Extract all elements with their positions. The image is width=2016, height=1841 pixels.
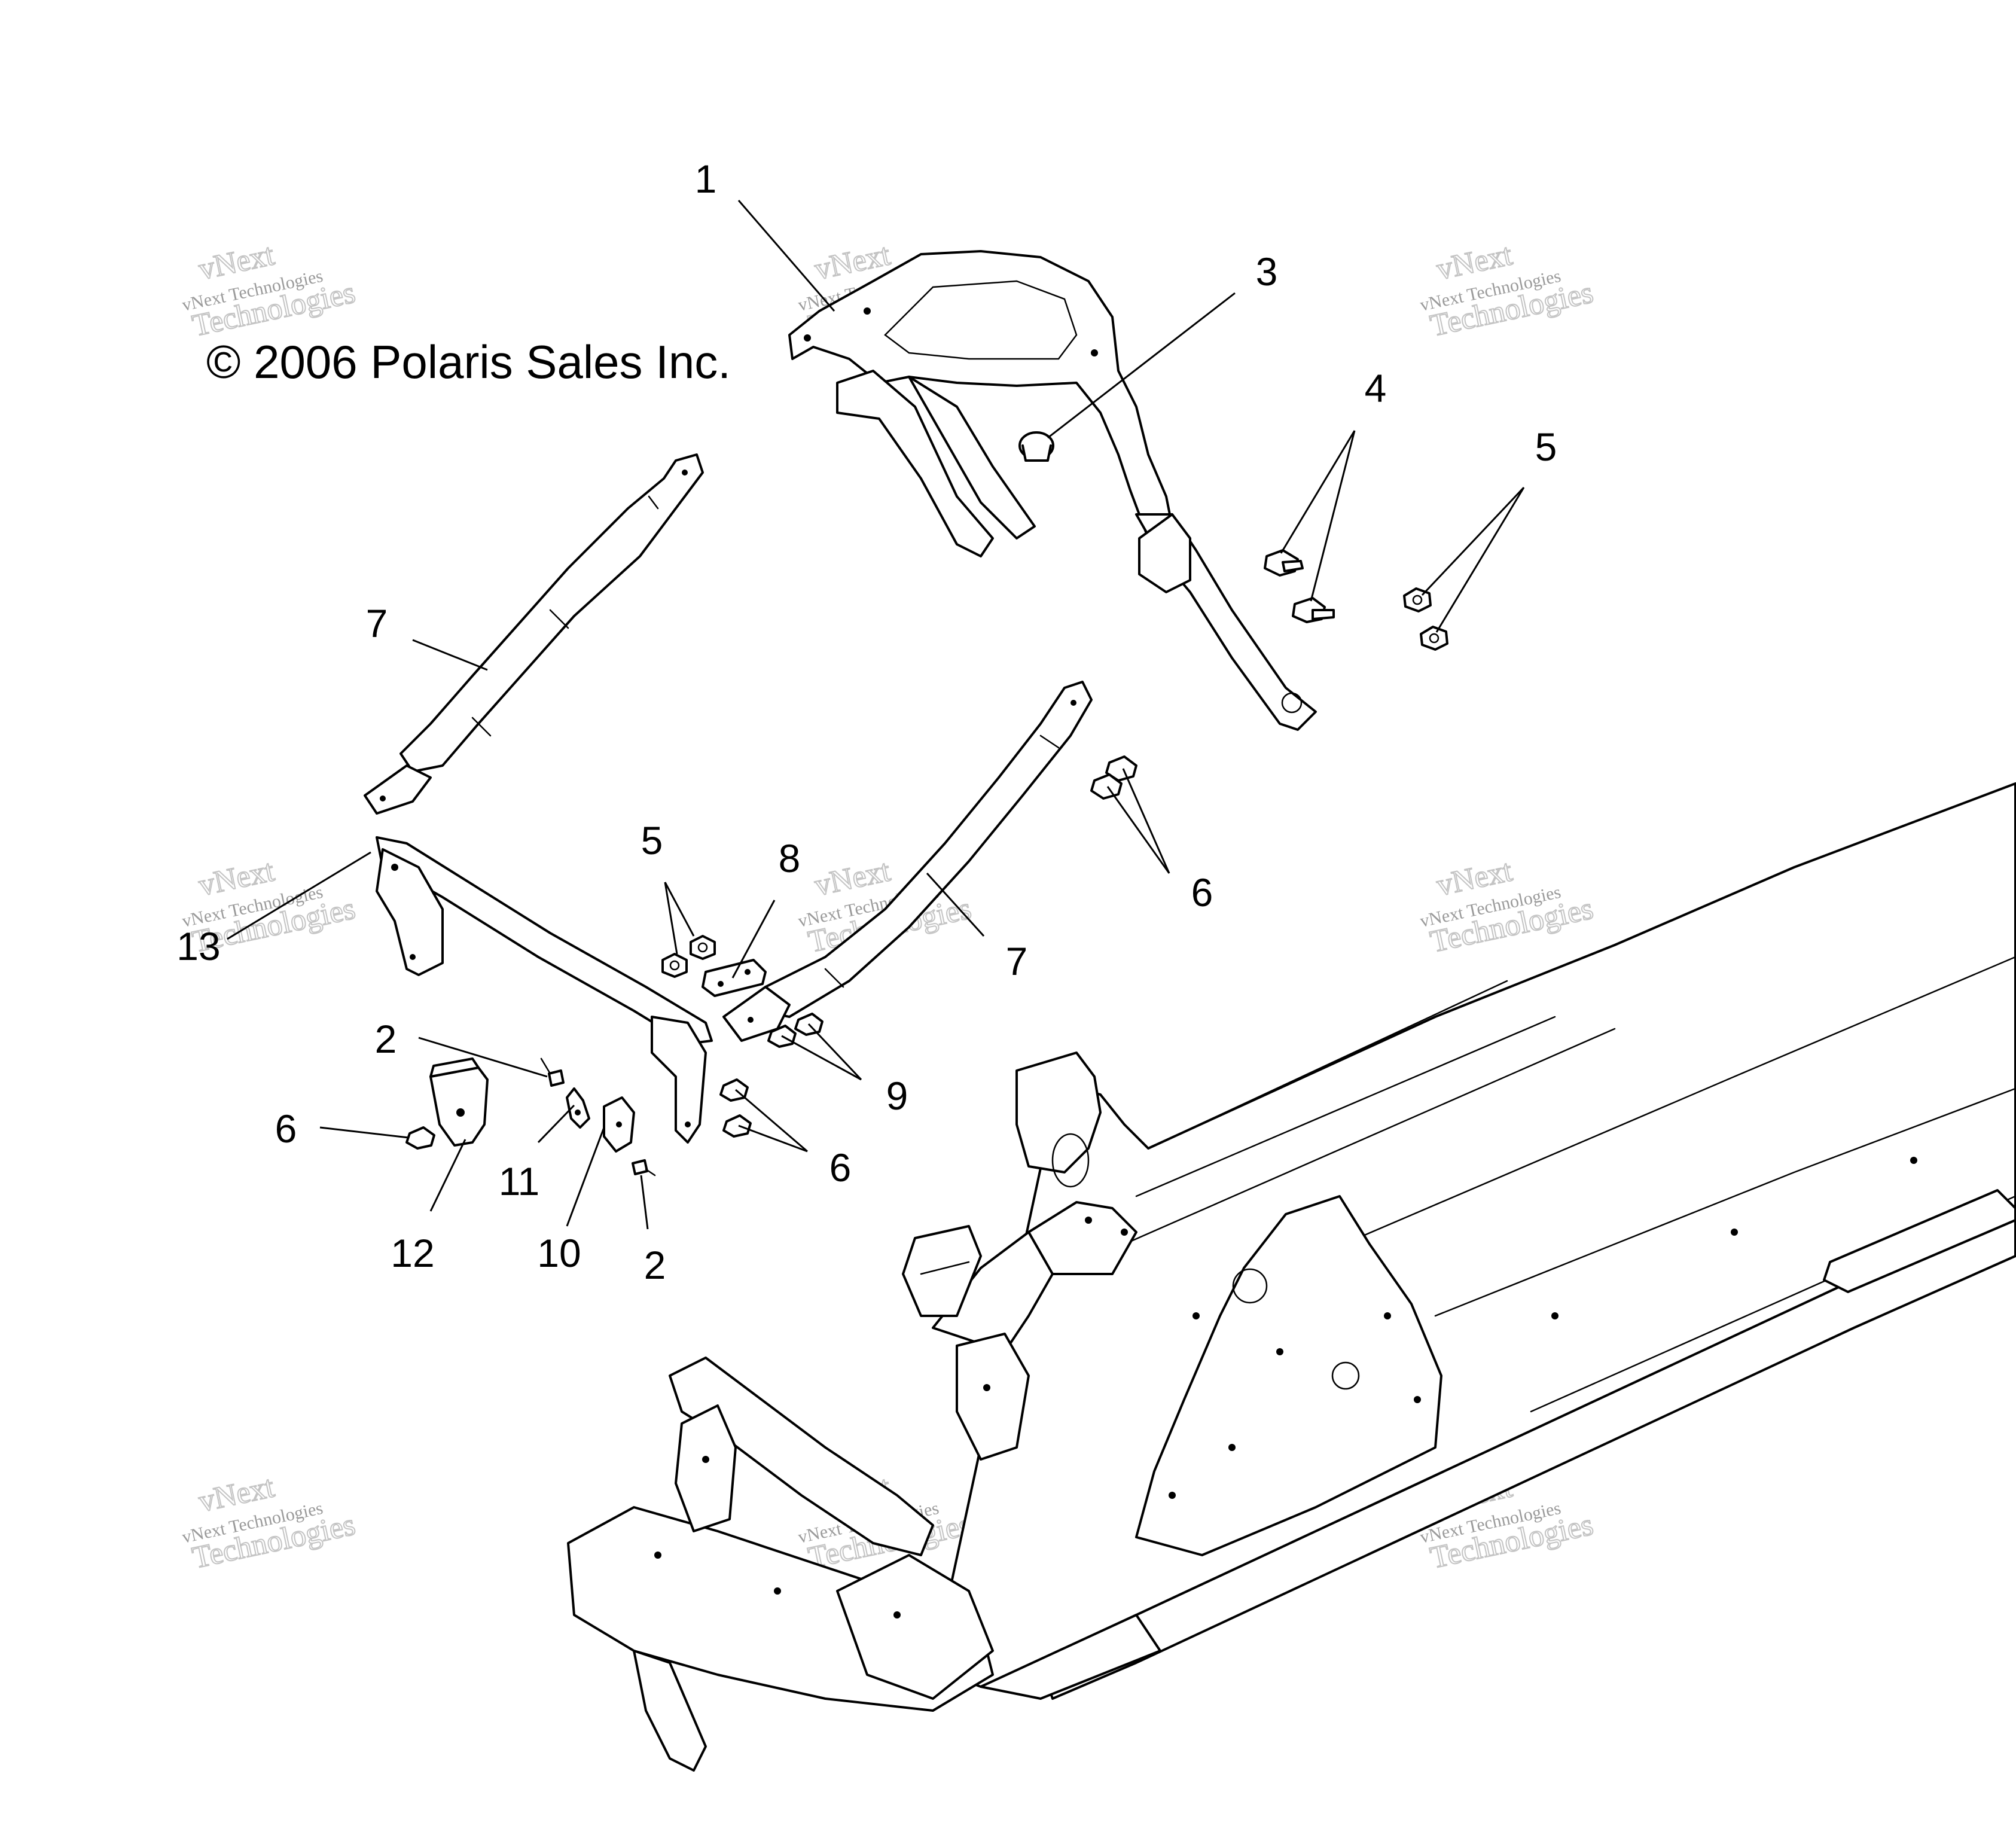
part-12-bracket <box>429 1057 489 1147</box>
watermark-3: vNext vNext Technologies Technologies <box>1418 237 1597 344</box>
part-8-plate <box>702 959 767 997</box>
part-10-plate <box>603 1096 635 1153</box>
callout-3: 3 <box>1256 249 1278 294</box>
part-5-nuts-middle <box>661 935 716 978</box>
part-1-steering-hoop <box>788 250 1317 731</box>
part-2-pin-lower <box>632 1159 656 1176</box>
callout-5-upper: 5 <box>1535 425 1557 469</box>
callout-5-middle: 5 <box>641 818 663 862</box>
callout-4: 4 <box>1365 366 1387 410</box>
watermark-7: vNext vNext Technologies Technologies <box>180 1469 359 1576</box>
callout-12: 12 <box>391 1231 434 1275</box>
callout-6-right: 6 <box>1191 870 1213 915</box>
callout-9: 9 <box>886 1074 908 1118</box>
part-7-left-tube <box>364 453 704 815</box>
watermark-6: vNext vNext Technologies Technologies <box>1418 853 1597 960</box>
part-5-nuts-upper <box>1403 587 1448 651</box>
callout-6-left: 6 <box>275 1107 297 1151</box>
watermark-1: vNext vNext Technologies Technologies <box>180 237 359 344</box>
part-11-clip <box>566 1087 590 1129</box>
part-6-bolt-left <box>405 1126 435 1150</box>
part-2-pin-upper <box>540 1057 565 1087</box>
callouts: 1 3 4 5 7 5 8 6 13 7 2 9 6 6 11 12 10 2 <box>176 157 1557 1287</box>
callout-6-middle: 6 <box>829 1145 852 1190</box>
callout-7-right: 7 <box>1006 939 1028 983</box>
part-7-right-tube <box>722 681 1093 1042</box>
copyright-text: © 2006 Polaris Sales Inc. <box>206 336 731 388</box>
part-3-grommet <box>1018 431 1054 462</box>
leader-lines <box>227 200 1525 1230</box>
part-9-bolts <box>767 1013 824 1048</box>
callout-8: 8 <box>779 836 801 880</box>
callout-10: 10 <box>537 1231 581 1275</box>
part-6-bolts-right <box>1090 755 1137 800</box>
callout-2-upper: 2 <box>375 1017 397 1061</box>
callout-7-left: 7 <box>366 601 388 645</box>
callout-13: 13 <box>176 924 220 968</box>
part-4-bolts <box>1264 549 1335 623</box>
callout-11: 11 <box>499 1159 540 1203</box>
chassis-assembly <box>567 782 2016 1772</box>
callout-1: 1 <box>695 157 717 201</box>
part-13-crossbar <box>376 836 713 1144</box>
callout-2-lower: 2 <box>644 1243 666 1287</box>
